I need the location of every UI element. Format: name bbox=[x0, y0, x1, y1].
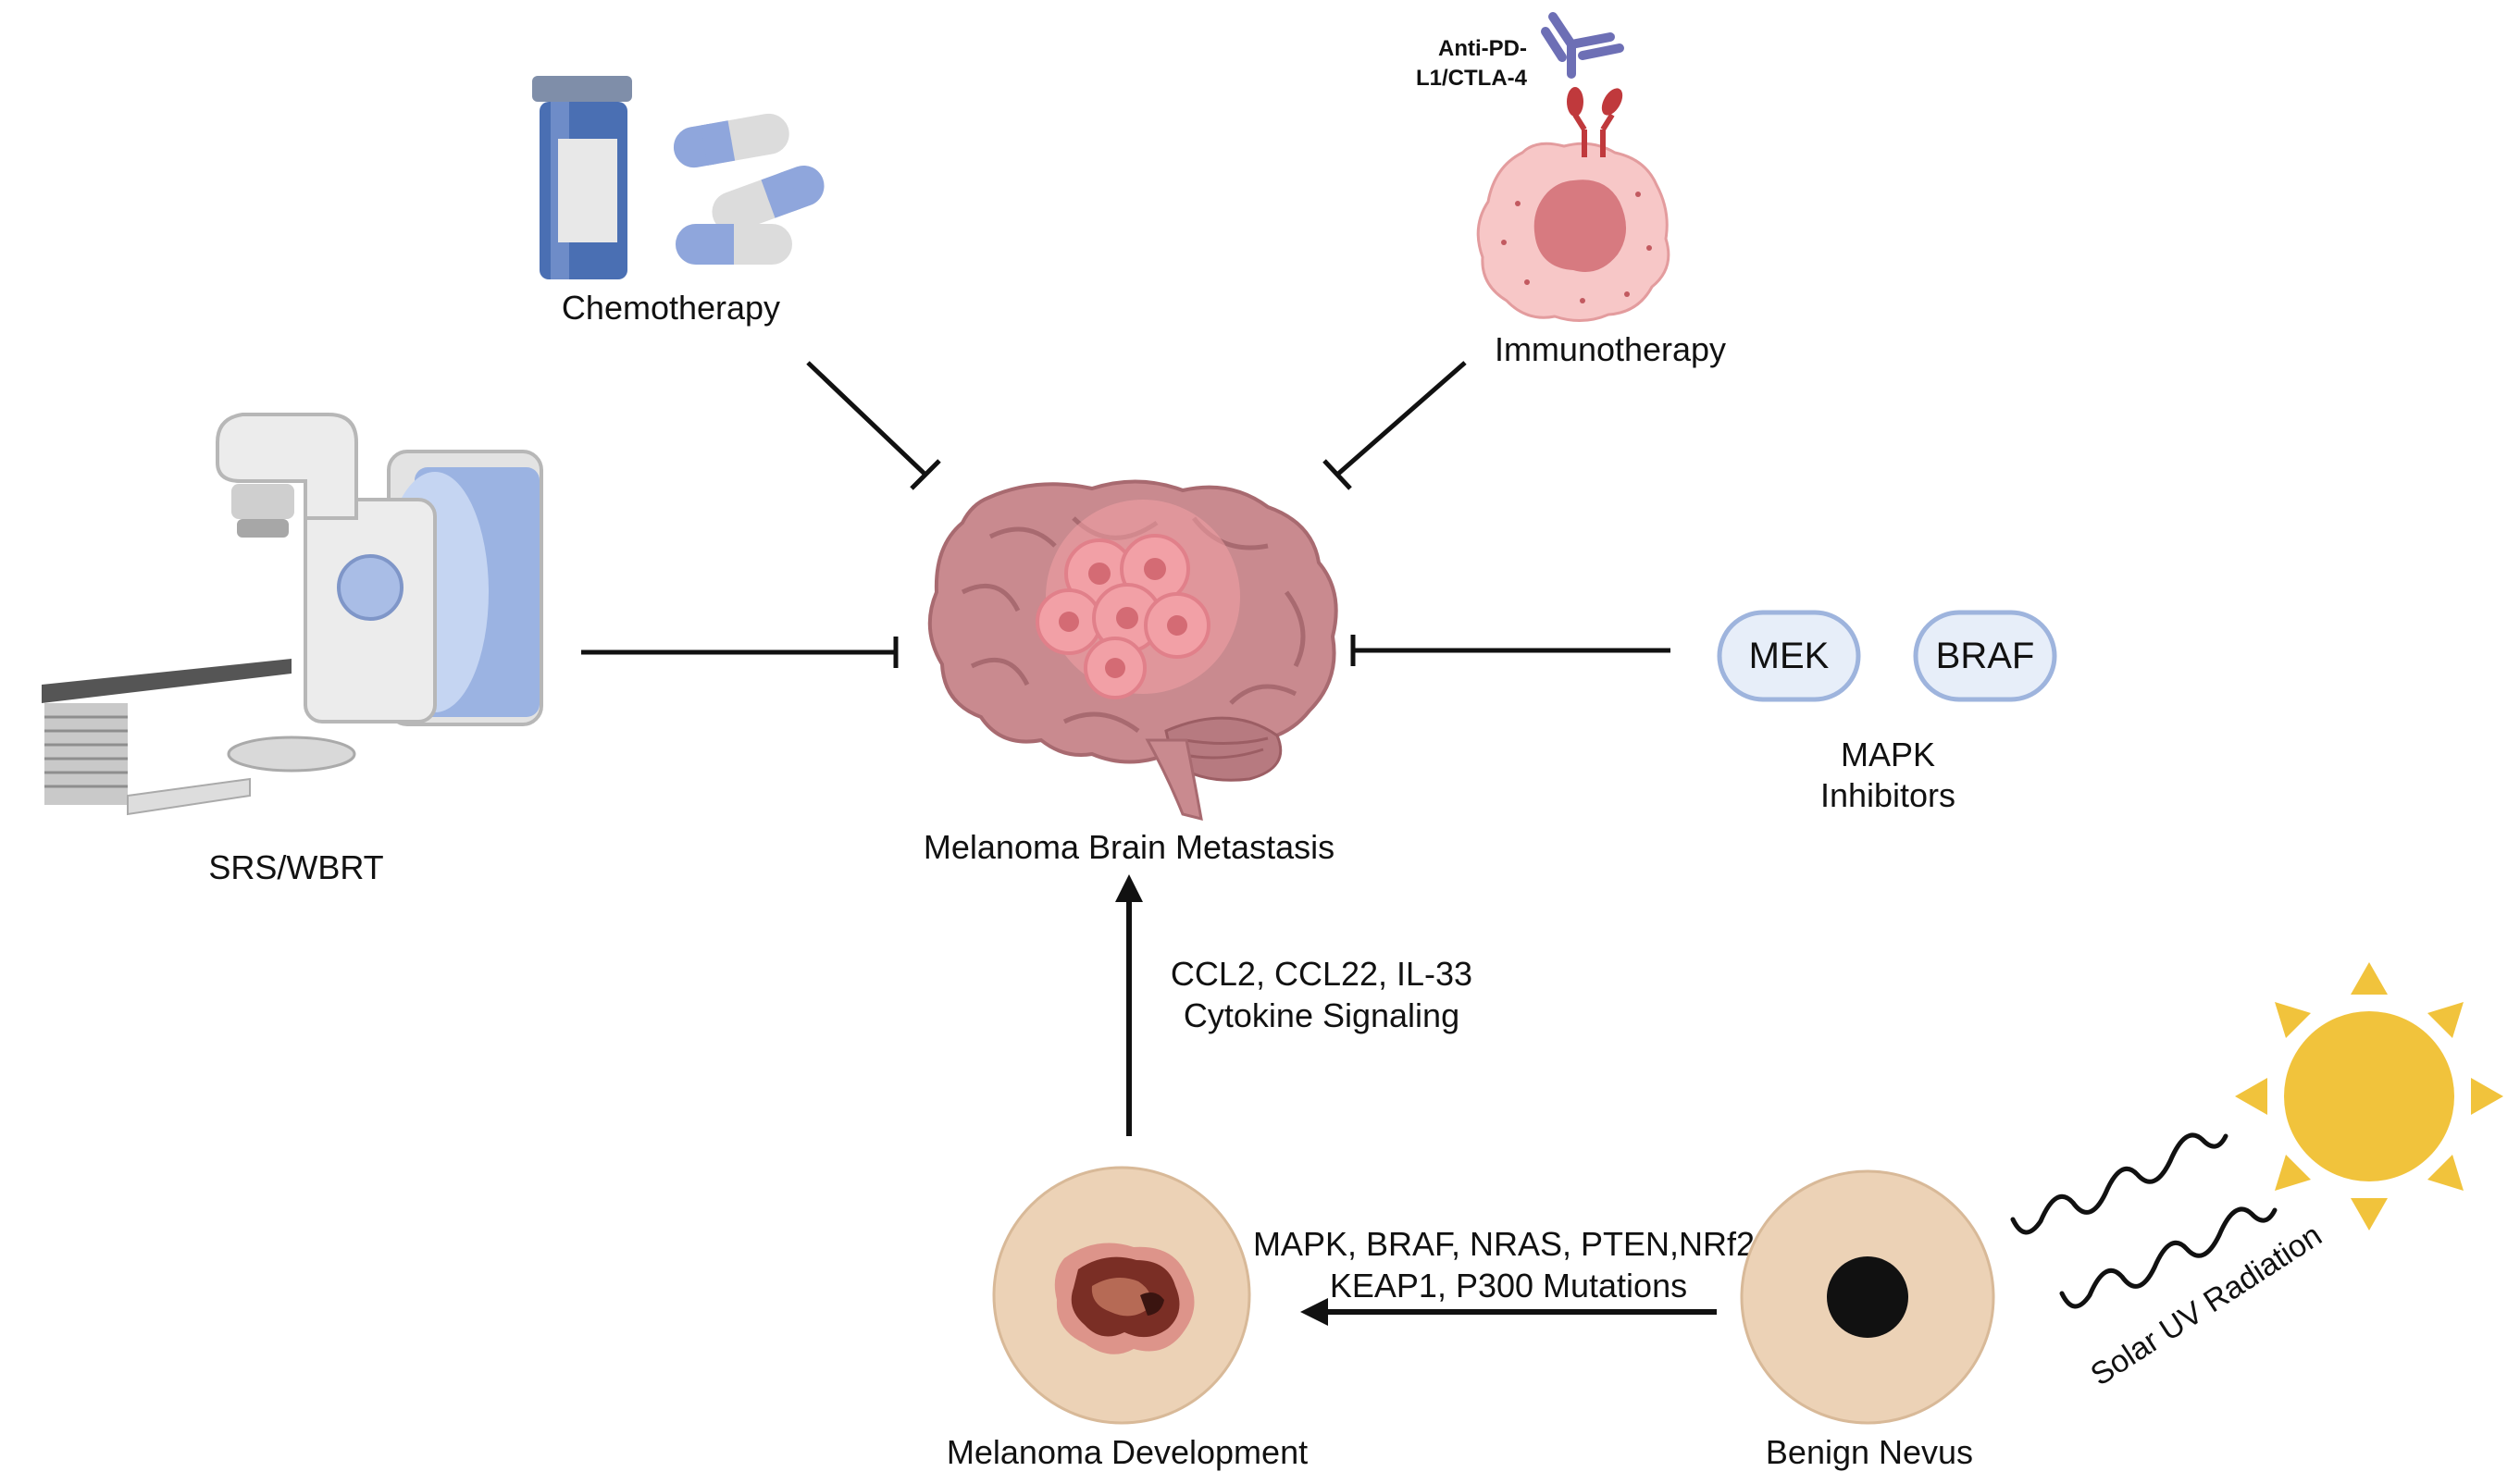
mutations-label-line2: KEAP1, P300 Mutations bbox=[1330, 1267, 1687, 1305]
chemotherapy-icon bbox=[532, 76, 825, 279]
antibody-label-line1: Anti-PD- bbox=[1438, 36, 1527, 61]
uv-radiation-label: Solar UV Radiation bbox=[2084, 1218, 2328, 1392]
sun-icon bbox=[2235, 962, 2503, 1230]
immunotherapy-inhibition-line bbox=[1322, 361, 1467, 490]
radiotherapy-machine-icon bbox=[42, 413, 543, 816]
mapk-inhibition-line bbox=[1350, 635, 1670, 666]
mapk-inhibitors-label-line2: Inhibitors bbox=[1820, 776, 1955, 814]
benign-nevus-icon bbox=[1740, 1169, 1995, 1425]
benign-nevus-label: Benign Nevus bbox=[1766, 1433, 1973, 1471]
inhibition-lines bbox=[581, 361, 1670, 668]
antibody-icon bbox=[1541, 12, 1624, 79]
immune-cell-icon bbox=[1476, 87, 1670, 322]
chemotherapy-label: Chemotherapy bbox=[562, 289, 780, 327]
srs-wbrt-label: SRS/WBRT bbox=[208, 848, 383, 886]
cytokine-label-line2: Cytokine Signaling bbox=[1184, 996, 1459, 1034]
cytokine-arrow bbox=[1115, 874, 1143, 1136]
antibody-label-line2: L1/CTLA-4 bbox=[1416, 66, 1528, 91]
braf-label: BRAF bbox=[1936, 636, 2035, 676]
immunotherapy-label: Immunotherapy bbox=[1495, 330, 1726, 368]
brain-metastasis-label: Melanoma Brain Metastasis bbox=[924, 828, 1334, 866]
radiotherapy-inhibition-line bbox=[581, 637, 899, 668]
uv-wave-icon bbox=[2010, 1132, 2278, 1309]
melanoma-development-label: Melanoma Development bbox=[947, 1433, 1308, 1471]
mek-label: MEK bbox=[1749, 636, 1830, 676]
mapk-inhibitors-label-line1: MAPK bbox=[1841, 736, 1935, 773]
mutations-label-line1: MAPK, BRAF, NRAS, PTEN,NRf2, bbox=[1253, 1225, 1764, 1263]
cytokine-label-line1: CCL2, CCL22, IL-33 bbox=[1171, 955, 1472, 993]
melanoma-skin-icon bbox=[992, 1166, 1251, 1425]
mek-pill: MEK bbox=[1717, 610, 1861, 702]
braf-pill: BRAF bbox=[1913, 610, 2057, 702]
mutations-arrow bbox=[1300, 1298, 1717, 1326]
brain-icon bbox=[927, 479, 1338, 822]
chemotherapy-inhibition-line bbox=[806, 361, 941, 490]
